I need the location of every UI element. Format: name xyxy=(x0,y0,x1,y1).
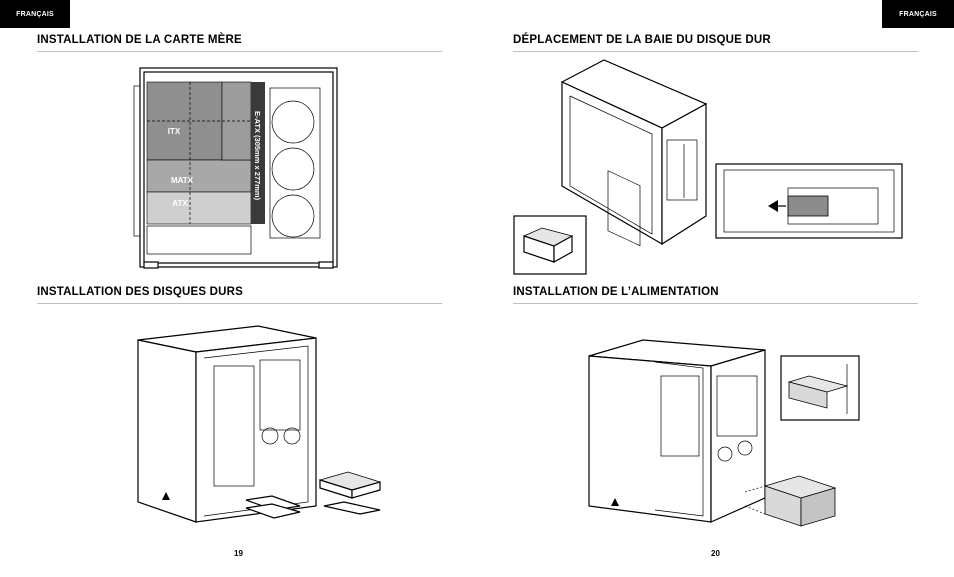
page-number-right: 20 xyxy=(711,549,720,558)
atx-zone xyxy=(146,191,252,225)
divider-hard-drives xyxy=(37,303,442,304)
language-tab-right: FRANÇAIS xyxy=(882,0,954,28)
label-matx: MATX xyxy=(171,176,194,185)
divider-drive-bay xyxy=(513,51,918,52)
hard-drive-diagram xyxy=(137,325,382,523)
heading-motherboard: INSTALLATION DE LA CARTE MÈRE xyxy=(37,34,242,46)
heading-hard-drives: INSTALLATION DES DISQUES DURS xyxy=(37,286,243,298)
heading-psu: INSTALLATION DE L’ALIMENTATION xyxy=(513,286,719,298)
matx-zone xyxy=(146,159,252,193)
eatx-strip xyxy=(251,82,265,224)
psu-diagram xyxy=(588,339,860,527)
drive-bay-diagram xyxy=(513,59,903,275)
motherboard-diagram: ITX MATX ATX E-ATX (305mm x 277mm) xyxy=(133,67,338,269)
label-itx: ITX xyxy=(168,127,181,136)
divider-psu xyxy=(513,303,918,304)
label-atx: ATX xyxy=(172,199,188,208)
page-number-left: 19 xyxy=(234,549,243,558)
language-tab-left: FRANÇAIS xyxy=(0,0,70,28)
label-eatx: E-ATX (305mm x 277mm) xyxy=(253,111,262,201)
heading-drive-bay: DÉPLACEMENT DE LA BAIE DU DISQUE DUR xyxy=(513,34,771,46)
divider-motherboard xyxy=(37,51,442,52)
